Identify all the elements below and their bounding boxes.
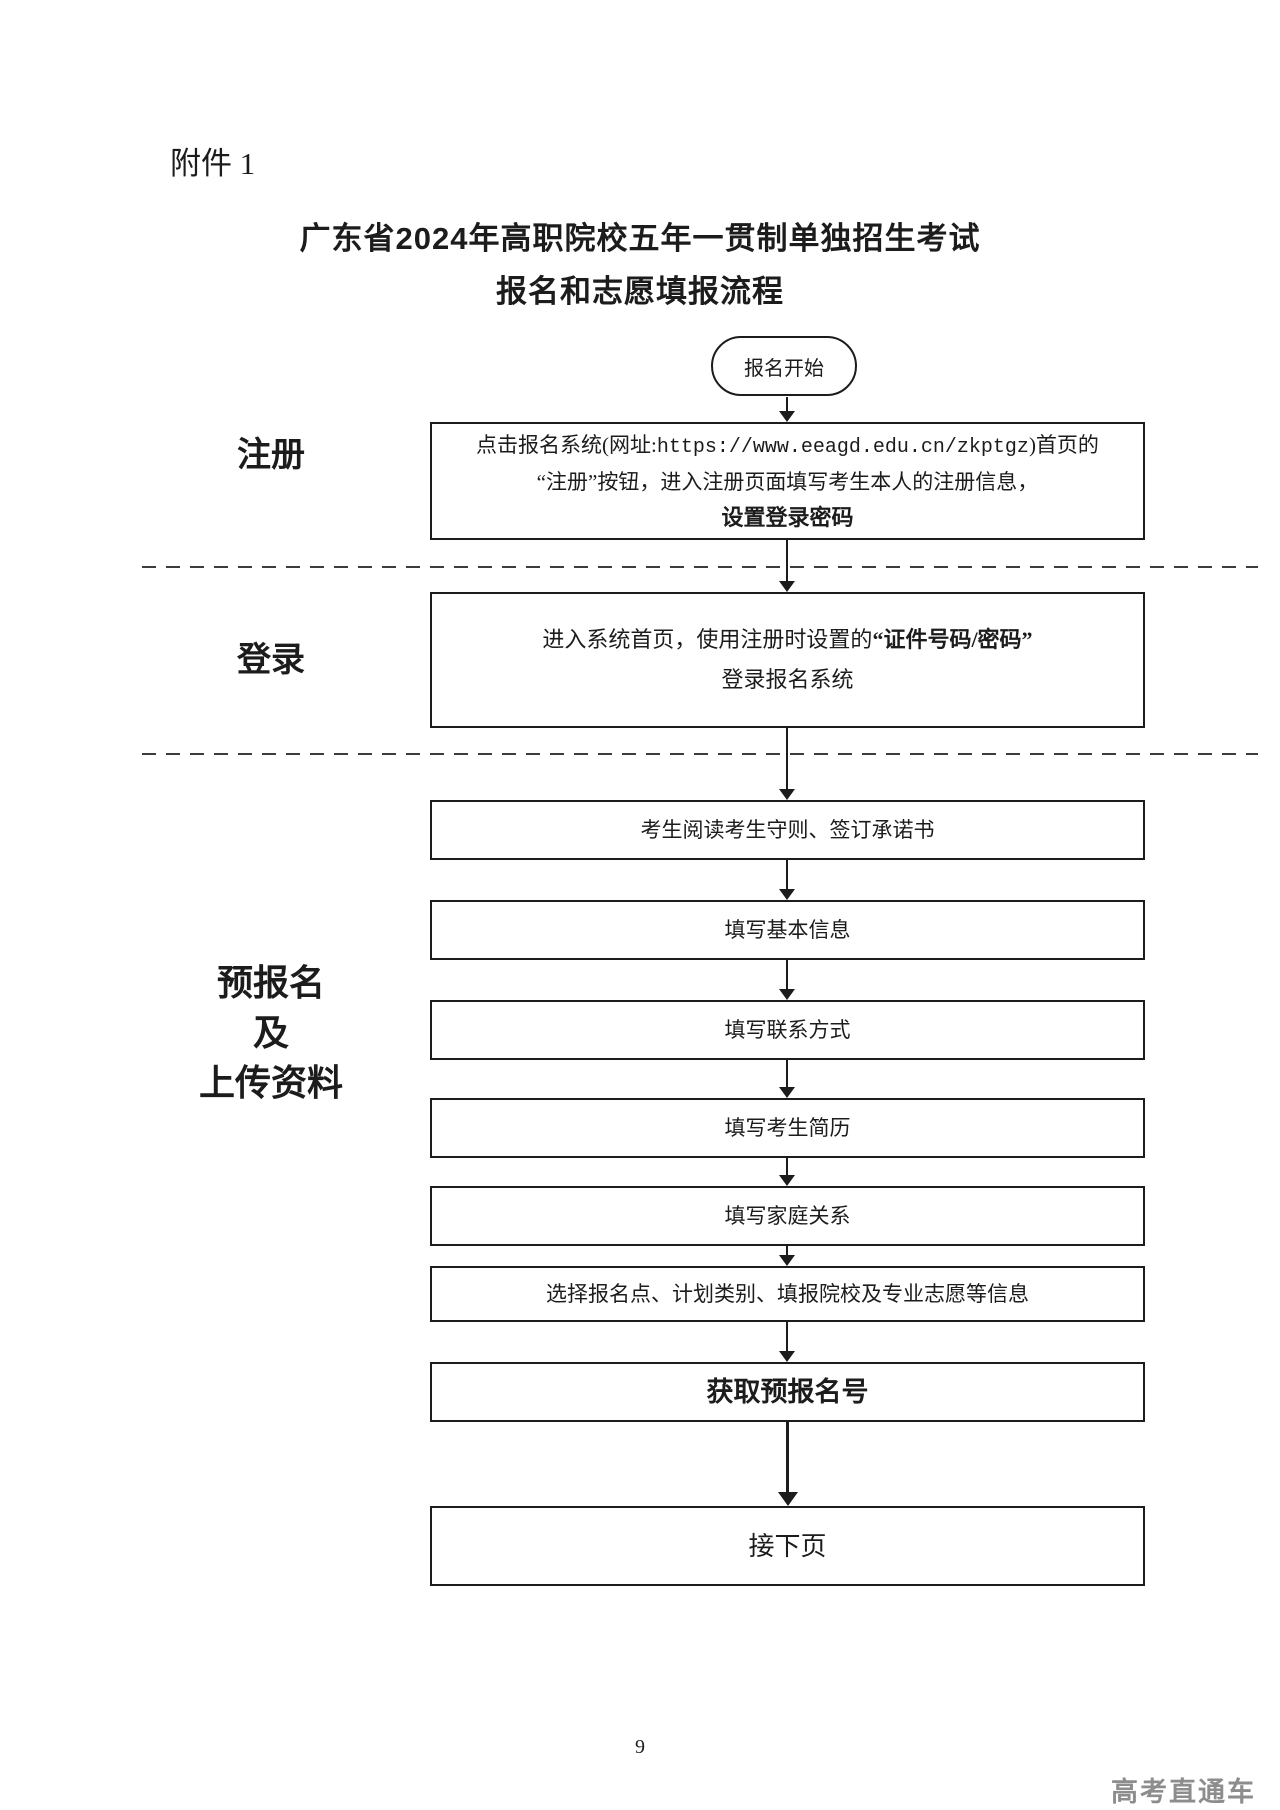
step-box-label: 填写基本信息	[724, 917, 851, 942]
step-box-label: 考生阅读考生守则、签订承诺书	[640, 817, 935, 842]
arrow-connector	[786, 397, 788, 411]
attachment-label: 附件 1	[170, 146, 256, 181]
result-box: 获取预报名号	[430, 1362, 1145, 1422]
page-title-line1: 广东省2024年高职院校五年一贯制单独招生考试	[299, 221, 981, 256]
flow-start-terminator: 报名开始	[711, 336, 857, 396]
arrow-connector	[786, 1246, 788, 1255]
arrow-connector-heavy	[786, 1422, 789, 1492]
login-box: 进入系统首页，使用注册时设置的“证件号码/密码” 登录报名系统	[430, 592, 1145, 728]
next-page-box-label: 接下页	[748, 1531, 827, 1561]
step-box-label: 填写家庭关系	[724, 1203, 851, 1228]
login-box-line1-bold: “证件号码/密码”	[872, 627, 1033, 652]
login-section-label: 登录	[237, 641, 305, 679]
login-box-line2: 登录报名系统	[721, 667, 854, 692]
preregister-section-label-line2: 及	[252, 1012, 289, 1053]
register-box-line3: 设置登录密码	[721, 504, 854, 530]
step-box-resume: 填写考生简历	[430, 1098, 1145, 1158]
page-title: 广东省2024年高职院校五年一贯制单独招生考试 报名和志愿填报流程	[0, 212, 1280, 318]
preregister-section-label-line3: 上传资料	[198, 1062, 343, 1103]
register-box-line1-post: )首页的	[1028, 432, 1099, 457]
register-box: 点击报名系统(网址:https://www.eeagd.edu.cn/zkptg…	[430, 422, 1145, 540]
login-box-line1-pre: 进入系统首页，使用注册时设置的	[542, 627, 873, 652]
arrow-connector	[786, 540, 788, 581]
step-box-basic-info: 填写基本信息	[430, 900, 1145, 960]
step-box-label: 填写联系方式	[724, 1017, 851, 1042]
flow-start-label: 报名开始	[744, 357, 824, 380]
register-box-line2: “注册”按钮，进入注册页面填写考生本人的注册信息，	[536, 469, 1039, 494]
arrow-connector	[786, 1158, 788, 1175]
step-box-label: 选择报名点、计划类别、填报院校及专业志愿等信息	[546, 1281, 1029, 1306]
step-box-contact: 填写联系方式	[430, 1000, 1145, 1060]
register-box-line1: 点击报名系统(网址:https://www.eeagd.edu.cn/zkptg…	[476, 428, 1099, 465]
preregister-section-label-line1: 预报名	[216, 962, 325, 1003]
section-divider-dashed	[142, 566, 1258, 568]
preregister-section-label: 预报名 及 上传资料	[171, 958, 371, 1108]
register-box-line1-pre: 点击报名系统(网址:	[476, 432, 657, 457]
arrow-connector	[786, 860, 788, 889]
result-box-label: 获取预报名号	[706, 1376, 869, 1407]
next-page-box: 接下页	[430, 1506, 1145, 1586]
step-box-family: 填写家庭关系	[430, 1186, 1145, 1246]
section-divider-dashed	[142, 753, 1258, 755]
page-title-line2: 报名和志愿填报流程	[496, 274, 784, 309]
step-box-label: 填写考生简历	[724, 1115, 851, 1140]
register-section-label: 注册	[237, 436, 305, 474]
arrow-connector	[786, 1060, 788, 1087]
arrow-connector	[786, 960, 788, 989]
arrow-connector	[786, 1322, 788, 1351]
arrow-connector	[786, 728, 788, 789]
watermark: 高考直通车	[1111, 1777, 1256, 1807]
register-box-url: https://www.eeagd.edu.cn/zkptgz	[656, 435, 1029, 459]
step-box-choices: 选择报名点、计划类别、填报院校及专业志愿等信息	[430, 1266, 1145, 1322]
page-number: 9	[635, 1736, 645, 1758]
step-box-rules: 考生阅读考生守则、签订承诺书	[430, 800, 1145, 860]
login-box-line1: 进入系统首页，使用注册时设置的“证件号码/密码”	[542, 620, 1032, 660]
